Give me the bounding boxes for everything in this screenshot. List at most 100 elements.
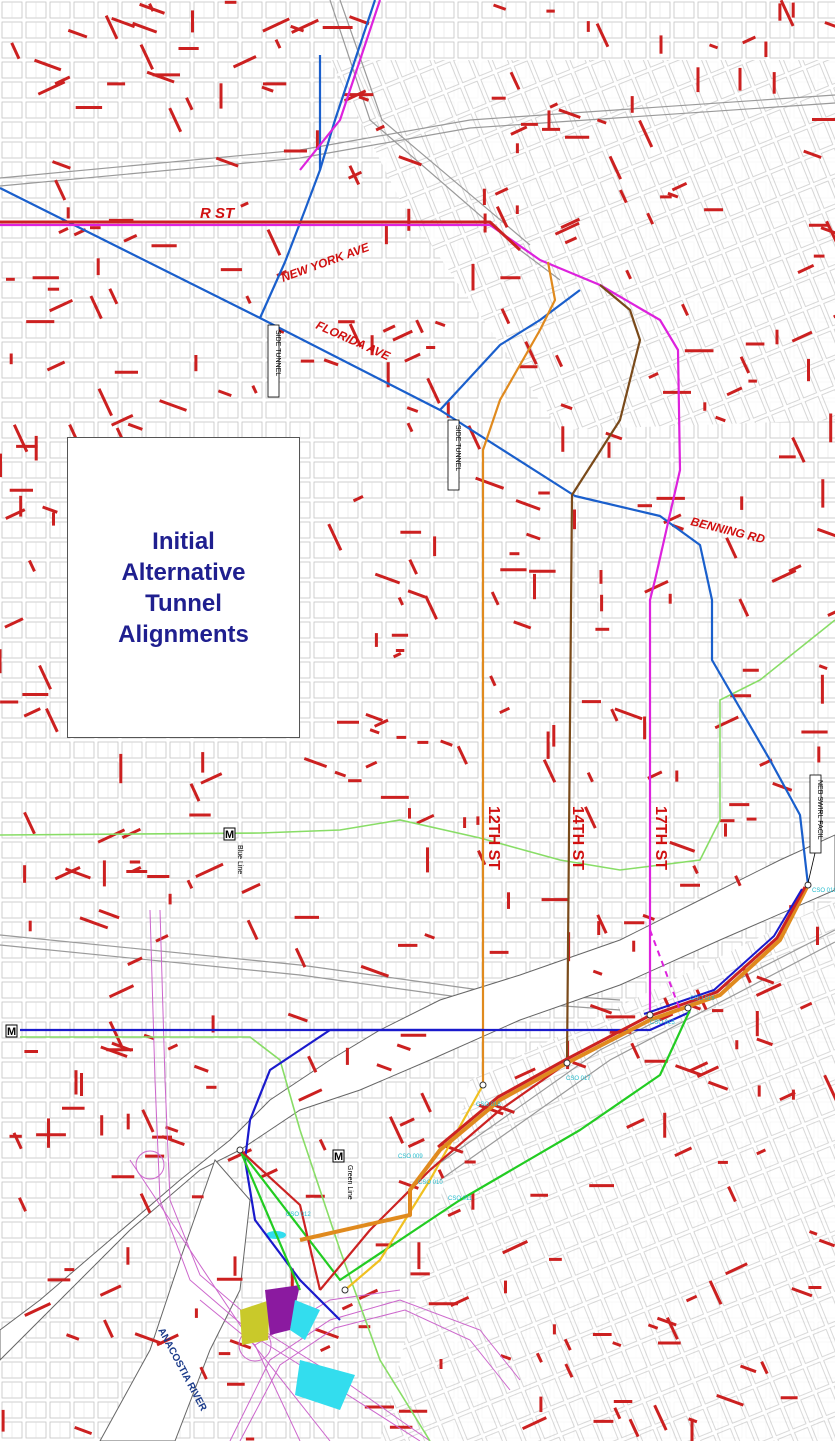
sewer-segment	[334, 770, 347, 778]
title-box: Initial Alternative Tunnel Alignments	[67, 437, 300, 738]
sewer-segment	[727, 1185, 737, 1203]
sewer-segment	[626, 1118, 645, 1129]
svg-text:M: M	[225, 829, 234, 841]
sewer-segment	[760, 1361, 769, 1375]
sewer-segment	[97, 828, 126, 844]
sewer-segment	[714, 715, 739, 730]
sewer-segment	[298, 1088, 323, 1102]
metro-markers: M Blue Line M Green Line M	[5, 827, 353, 1200]
sewer-segment	[666, 1316, 679, 1340]
sewer-segment	[79, 916, 109, 930]
metro-lines	[0, 619, 835, 1441]
sewer-segment	[348, 323, 363, 348]
sewer-segment	[499, 706, 511, 715]
sewer-segment	[165, 1125, 179, 1133]
sewer-segment	[771, 569, 797, 583]
sewer-segment	[374, 572, 401, 585]
cso-label: CSO 009	[398, 1154, 423, 1160]
sewer-segment	[827, 610, 835, 617]
sewer-segment	[18, 1197, 27, 1212]
sewer-segment	[816, 527, 835, 538]
sewer-segment	[689, 1061, 709, 1073]
sewer-segment	[10, 42, 21, 60]
sewer-segment	[65, 1333, 80, 1341]
sewer-segment	[555, 354, 564, 368]
sewer-segment	[42, 505, 58, 514]
label-17th-st: 17TH ST	[652, 806, 669, 870]
sewer-segment	[199, 1366, 208, 1380]
sewer-segment	[319, 1344, 331, 1353]
sewer-segment	[123, 233, 138, 243]
sewer-segment	[352, 495, 364, 503]
sewer-segment	[262, 17, 290, 33]
sewer-segment	[563, 1338, 572, 1351]
sewer-segment	[647, 1323, 659, 1330]
sewer-segment	[564, 1363, 574, 1378]
sewer-segment	[614, 707, 643, 721]
sewer-segment	[674, 1146, 693, 1158]
sewer-segment	[46, 360, 66, 372]
sewer-segment	[294, 947, 307, 968]
sewer-segment	[132, 866, 142, 873]
sewer-segment	[48, 298, 74, 313]
svg-text:M: M	[7, 1026, 16, 1038]
sewer-segment	[542, 759, 557, 783]
sewer-segment	[791, 330, 813, 343]
sewer-segment	[104, 14, 119, 40]
sewer-segment	[779, 0, 795, 27]
title-line-2: Alternative	[121, 558, 246, 586]
sewer-segment	[168, 107, 183, 133]
sewer-segment	[521, 1416, 547, 1431]
sewer-segment	[756, 1037, 774, 1047]
orange-alignment	[481, 261, 557, 1085]
cso-label: CSO 010	[418, 1180, 443, 1186]
sewer-segment	[388, 1116, 405, 1144]
sewer-segment	[509, 71, 521, 91]
sewer-segment	[159, 399, 188, 412]
sewer-segment	[229, 1339, 252, 1350]
sewer-segment	[200, 772, 223, 785]
sewer-segment	[667, 191, 679, 199]
facility-sites	[240, 1231, 355, 1410]
sewer-segment	[756, 975, 775, 985]
sewer-segment	[502, 1240, 529, 1255]
svg-text:M: M	[334, 1151, 343, 1163]
sewer-segment	[375, 124, 385, 132]
sewer-segment	[155, 934, 169, 943]
sewer-segment	[716, 1393, 744, 1407]
sewer-segment	[725, 1262, 748, 1276]
brown-alignment	[565, 284, 642, 1064]
sewer-segment	[98, 908, 120, 920]
sewer-segment	[558, 108, 581, 119]
sewer-segment	[148, 3, 155, 12]
sewer-segment	[396, 1043, 411, 1052]
sewer-segment	[307, 1055, 318, 1073]
sewer-segment	[708, 43, 719, 50]
sewer-segment	[341, 1302, 354, 1311]
sewer-segment	[612, 1341, 622, 1348]
sewer-segment	[141, 1109, 155, 1133]
sewer-segment	[646, 212, 655, 225]
sewer-segment	[365, 712, 384, 722]
label-12th-st: 12TH ST	[485, 806, 502, 870]
sewer-segment	[707, 1080, 729, 1091]
sewer-segment	[788, 564, 802, 573]
sewer-segment	[392, 652, 402, 659]
sewer-segment	[659, 1012, 674, 1022]
sewer-segment	[799, 1001, 813, 1010]
tunnel-tags: SIDE TUNNEL SIDE TUNNEL NEB SWIRL FACIL	[267, 324, 823, 884]
sewer-segment	[595, 22, 610, 48]
sewer-segment	[185, 97, 194, 111]
sewer-segment	[99, 1284, 122, 1297]
title-line-4: Alignments	[118, 620, 249, 648]
sewer-segment	[739, 356, 751, 374]
map-title: Initial Alternative Tunnel Alignments	[68, 526, 299, 650]
sewer-segment	[358, 95, 370, 102]
sewer-segment	[586, 771, 594, 783]
sewer-segment	[245, 295, 252, 305]
sewer-segment	[37, 80, 66, 96]
sewer-segment	[584, 806, 597, 829]
sewer-segment	[420, 1092, 432, 1113]
sewer-segment	[510, 125, 528, 136]
